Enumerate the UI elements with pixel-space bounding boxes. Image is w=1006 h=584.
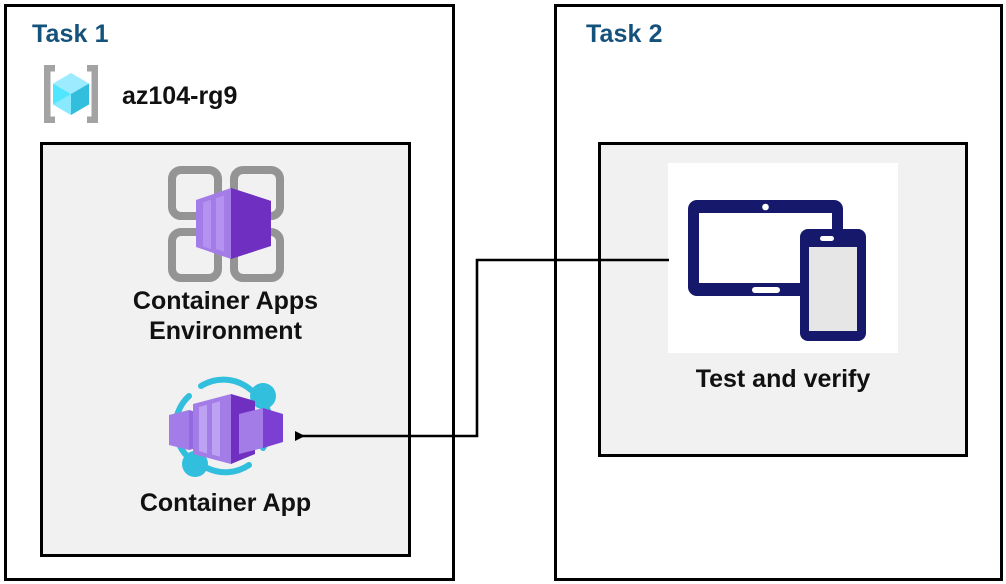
container-apps-environment-label: Container Apps Environment: [43, 287, 408, 346]
tv-label-line-1: Test and verify: [695, 365, 871, 393]
task-2-resources-panel: Test and verify: [598, 142, 968, 457]
phone-speaker-slot: [820, 236, 834, 241]
task-2-title: Task 2: [586, 20, 663, 48]
container-apps-environment-icon: [165, 163, 287, 290]
devices-tablet-phone-icon: [668, 200, 898, 357]
container-app-label: Container App: [43, 489, 408, 519]
orbit-dot-top: [249, 383, 276, 409]
task-1-title: Task 1: [32, 20, 109, 48]
resource-group-row: az104-rg9: [36, 60, 336, 132]
task-1-resources-panel: Container Apps Environment: [40, 142, 411, 557]
orbit-dot-bottom: [181, 451, 208, 477]
container-app-icon: [159, 370, 293, 485]
cae-label-line-1: Container Apps: [132, 287, 319, 315]
test-and-verify-label: Test and verify: [601, 365, 965, 395]
resource-group-icon: [36, 59, 106, 134]
resource-group-name: az104-rg9: [122, 81, 238, 110]
test-and-verify-icon-card: [668, 163, 898, 353]
tablet-home-bar: [752, 287, 780, 293]
ca-label-line-1: Container App: [139, 489, 312, 517]
tablet-camera-dot: [762, 203, 769, 211]
cae-label-line-2: Environment: [149, 316, 302, 345]
